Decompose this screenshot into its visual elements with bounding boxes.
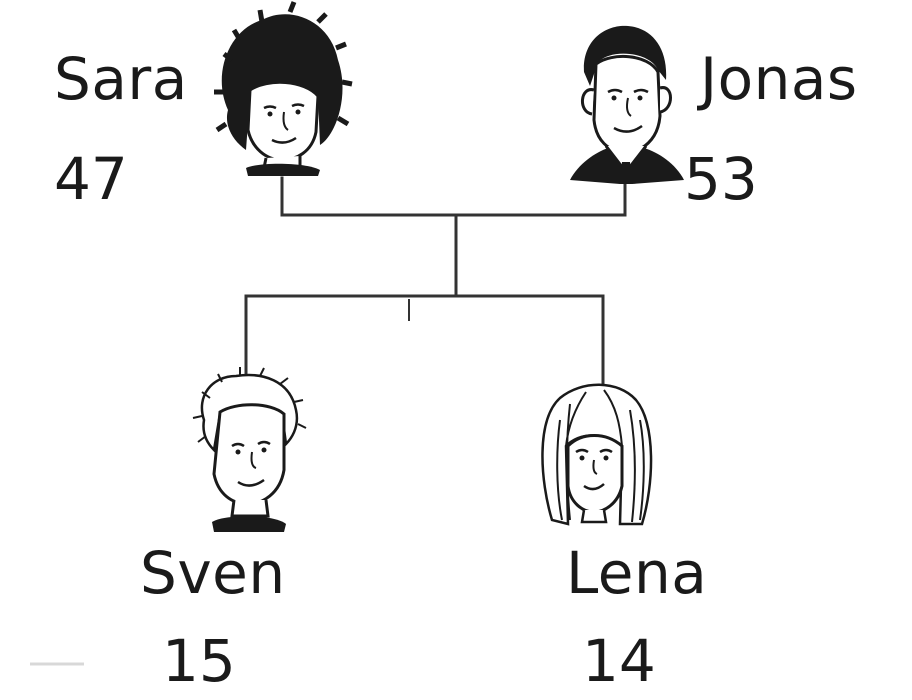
jonas-portrait [570,25,684,184]
jonas-age: 53 [684,145,758,213]
sven-age: 15 [162,627,236,695]
sara-portrait [214,1,353,176]
sara-age: 47 [54,145,128,213]
sara-name: Sara [54,45,188,113]
lena-age: 14 [582,627,656,695]
sven-portrait [192,367,307,532]
lena-portrait [541,383,653,526]
jonas-name: Jonas [700,45,858,113]
family-connectors [244,176,627,397]
sven-name: Sven [140,539,286,607]
lena-name: Lena [566,539,708,607]
sven-hair-icon [200,373,299,453]
jonas-hair-icon [583,25,667,86]
